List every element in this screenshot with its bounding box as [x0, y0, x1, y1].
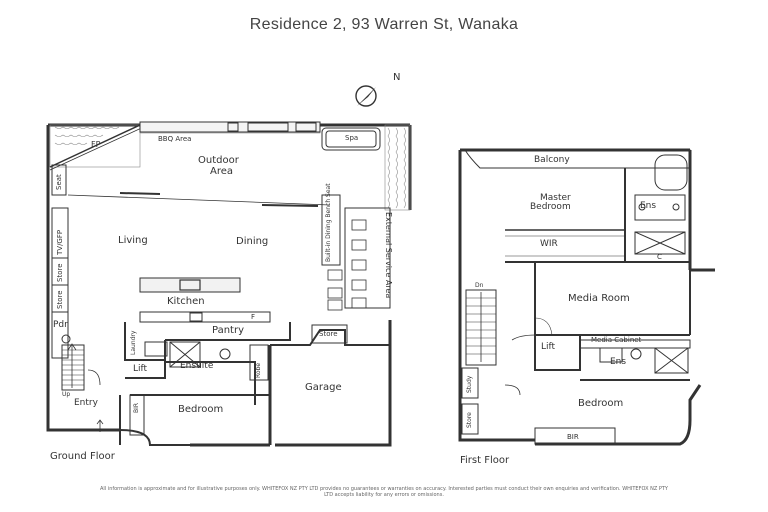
room-label-media-cabinet: Media Cabinet [591, 336, 642, 344]
room-label-spa: Spa [345, 134, 359, 142]
room-label-bedroom: Bedroom [578, 398, 624, 409]
room-label-lift: Lift [133, 364, 148, 374]
room-label-study: Study [466, 375, 473, 393]
room-label-store: Store [56, 290, 64, 309]
room-label-store: Store [319, 330, 338, 338]
room-label-balcony: Balcony [534, 155, 570, 165]
room-label-fp: FP [91, 140, 101, 149]
room-label-master-bedroom: Bedroom [530, 202, 571, 212]
room-label-bir: BIR [567, 433, 579, 441]
stair-up-label: Up [62, 391, 71, 398]
room-label-fridge: F [251, 313, 256, 321]
disclaimer-text: All information is approximate and for i… [100, 486, 668, 498]
room-label-seat: Seat [55, 174, 63, 190]
room-label-living: Living [118, 235, 148, 246]
room-label-tv-gfp: TV/GFP [56, 229, 64, 255]
room-label-lift: Lift [541, 342, 556, 352]
room-label-pantry: Pantry [212, 325, 244, 336]
stair-down-label: Dn [475, 282, 484, 289]
room-label-robe: Robe [255, 362, 262, 378]
room-label-ens: Ens [610, 357, 627, 367]
compass-icon [355, 85, 377, 107]
room-label-c: C [657, 253, 662, 261]
room-label-bbq-area: BBQ Area [158, 135, 192, 143]
room-label-garage: Garage [305, 382, 342, 393]
first-floor-label: First Floor [460, 455, 510, 466]
room-label-store: Store [56, 263, 64, 282]
ground-floor-label: Ground Floor [50, 451, 115, 462]
room-label-kitchen: Kitchen [167, 296, 205, 307]
room-label-ens: Ens [640, 201, 657, 211]
room-label-master: Master [540, 193, 571, 203]
room-label-bedroom: Bedroom [178, 404, 224, 415]
room-label-wir: WIR [540, 239, 558, 249]
room-label-dining: Dining [236, 236, 269, 247]
room-label-entry: Entry [74, 398, 98, 408]
room-label-media-room: Media Room [568, 293, 630, 304]
room-label-external-service-area: External Service Area [384, 212, 393, 299]
room-label-store: Store [466, 412, 473, 428]
room-label-ensuite: Ensuite [180, 361, 214, 371]
room-label-built-in-bench: Built-in Dining Bench Seat [325, 183, 332, 262]
room-label-bir: BIR [133, 402, 140, 413]
room-label-laundry: Laundry [130, 330, 137, 355]
compass [352, 76, 400, 112]
page-title: Residence 2, 93 Warren St, Wanaka [249, 16, 519, 33]
room-label-outdoor: Outdoor [198, 155, 239, 166]
room-label-area: Area [210, 166, 234, 177]
room-label-pdr: Pdr [53, 320, 68, 330]
compass-north-label: N [393, 72, 401, 83]
